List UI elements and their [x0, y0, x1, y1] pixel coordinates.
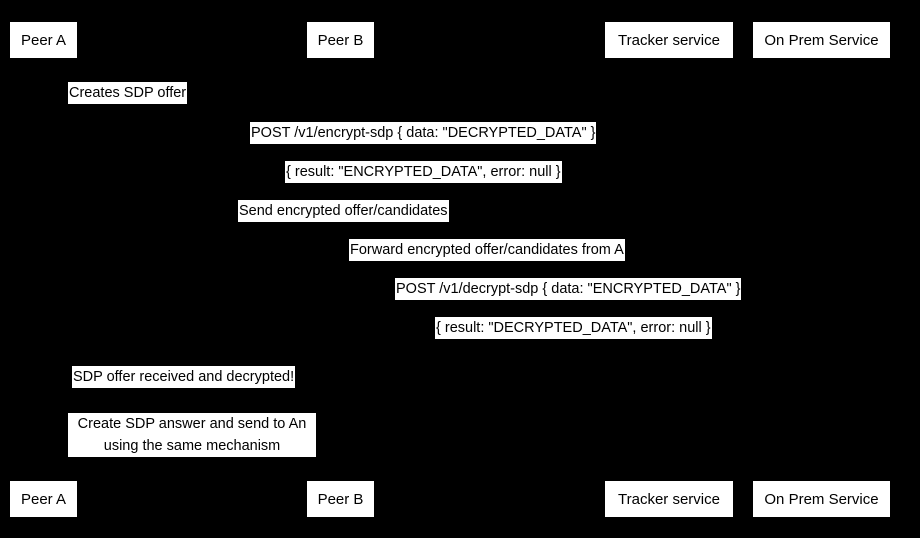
lifeline-on-prem-service [821, 58, 822, 480]
lifeline-peer-a [43, 58, 44, 480]
arrow-head-decrypt-request-icon [814, 296, 821, 304]
arrow-forward-encrypted [340, 261, 668, 262]
message-sdp-offer-received: SDP offer received and decrypted! [72, 366, 296, 388]
arrow-decrypt-response [340, 339, 821, 340]
participant-on-prem-service-top[interactable]: On Prem Service [753, 22, 890, 58]
participant-peer-a-top[interactable]: Peer A [10, 22, 77, 58]
participant-peer-b-top[interactable]: Peer B [307, 22, 374, 58]
arrow-send-encrypted [43, 222, 668, 223]
participant-label: Tracker service [618, 31, 720, 49]
arrow-decrypt-request [340, 300, 821, 301]
lifeline-peer-b [340, 58, 341, 480]
message-decrypt-sdp-result: { result: "DECRYPTED_DATA", error: null … [435, 317, 712, 339]
participant-label: On Prem Service [764, 490, 879, 508]
participant-label: Tracker service [618, 490, 720, 508]
participant-label: On Prem Service [764, 31, 879, 49]
participant-peer-b-bottom[interactable]: Peer B [307, 481, 374, 517]
note-create-sdp-answer: Create SDP answer and send to An using t… [68, 413, 316, 457]
message-post-encrypt-sdp: POST /v1/encrypt-sdp { data: "DECRYPTED_… [250, 122, 597, 144]
message-post-decrypt-sdp: POST /v1/decrypt-sdp { data: "ENCRYPTED_… [395, 278, 742, 300]
message-creates-sdp-offer: Creates SDP offer [68, 82, 188, 104]
lifeline-tracker-service [668, 58, 669, 480]
message-send-encrypted-offer: Send encrypted offer/candidates [238, 200, 449, 222]
participant-peer-a-bottom[interactable]: Peer A [10, 481, 77, 517]
participant-label: Peer B [317, 31, 364, 49]
arrow-head-encrypt-response-icon [43, 179, 50, 187]
participant-tracker-service-top[interactable]: Tracker service [605, 22, 733, 58]
participant-label: Peer A [20, 31, 67, 49]
arrow-head-encrypt-request-icon [814, 140, 821, 148]
arrow-self-peer-a [43, 104, 83, 105]
participant-on-prem-service-bottom[interactable]: On Prem Service [753, 481, 890, 517]
message-encrypt-sdp-result: { result: "ENCRYPTED_DATA", error: null … [285, 161, 562, 183]
arrow-head-forward-encrypted-icon [340, 257, 347, 265]
participant-tracker-service-bottom[interactable]: Tracker service [605, 481, 733, 517]
participant-label: Peer A [20, 490, 67, 508]
arrow-encrypt-response [43, 183, 821, 184]
message-forward-encrypted-offer: Forward encrypted offer/candidates from … [349, 239, 625, 261]
arrow-head-send-encrypted-icon [661, 218, 668, 226]
arrow-head-decrypt-response-icon [340, 335, 347, 343]
participant-label: Peer B [317, 490, 364, 508]
arrow-encrypt-request [43, 144, 821, 145]
